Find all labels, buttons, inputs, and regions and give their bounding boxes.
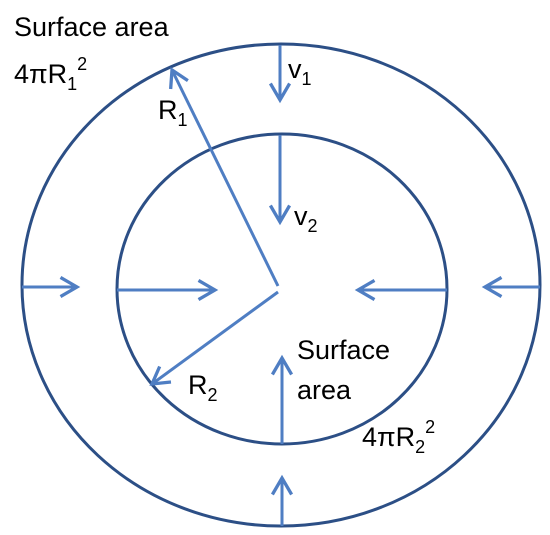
outer-sphere-circle	[20, 42, 542, 528]
v2-label: v2	[294, 201, 318, 236]
r1-radius-arrow	[169, 67, 280, 287]
r1-label: R1	[158, 95, 188, 130]
r2-label: R2	[188, 370, 218, 405]
outer-surface-formula: 4πR12	[14, 54, 87, 94]
v1-label: v1	[288, 54, 312, 89]
inner-surface-label-line2: area	[297, 375, 352, 405]
inner-surface-label-line1: Surface	[297, 335, 390, 365]
inner-surface-formula: 4πR22	[362, 417, 435, 457]
outer-surface-label: Surface area	[14, 12, 170, 42]
r2-radius-arrow	[149, 290, 279, 386]
